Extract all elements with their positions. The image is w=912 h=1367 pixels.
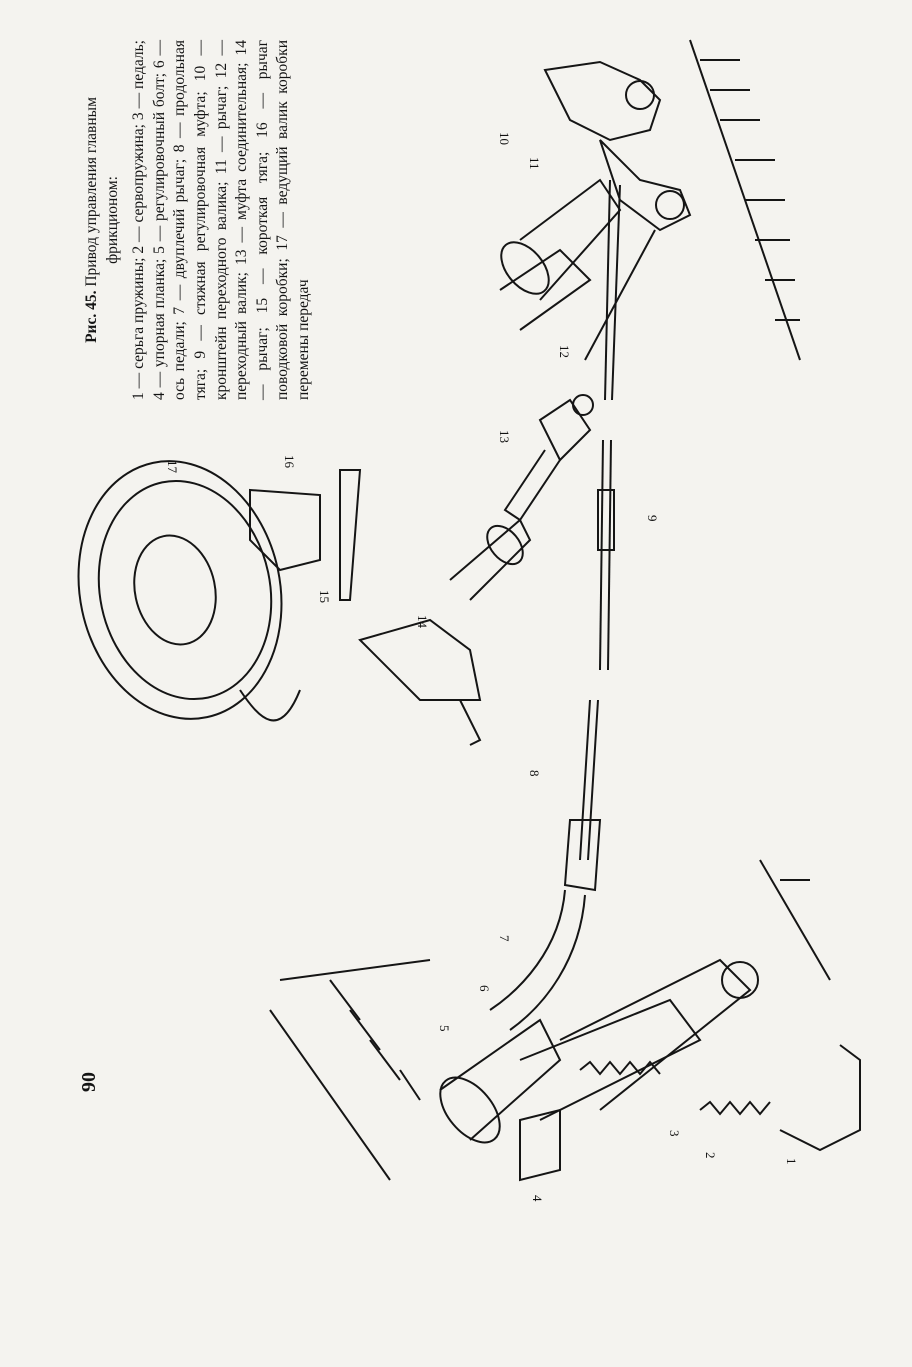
callout-15: 15 [317,590,332,603]
callout-5: 5 [437,1025,452,1032]
callout-17: 17 [165,460,180,474]
callout-14: 14 [415,615,430,629]
floor-hatching-bottom [269,859,831,1181]
callout-12: 12 [557,345,572,358]
callout-3: 3 [667,1130,682,1137]
gearbox-drive-shaft-disc [77,460,321,722]
callout-16: 16 [282,455,297,469]
callout-7: 7 [497,935,512,942]
longitudinal-rod-and-double-arm-lever [489,699,602,1031]
callout-labels: 17 16 15 14 13 12 11 10 9 8 7 6 5 4 3 2 … [165,132,799,1202]
callout-4: 4 [530,1195,545,1202]
callout-6: 6 [477,985,492,992]
page-number: 90 [78,1072,100,1092]
callout-1: 1 [784,1158,799,1165]
callout-2: 2 [703,1152,718,1159]
transition-shaft [499,178,656,401]
coupling [503,394,594,522]
adjusting-sleeve-rod [597,439,615,671]
callout-11: 11 [527,157,542,170]
lever-and-short-rod [339,469,532,746]
callout-10: 10 [497,132,512,145]
callout-9: 9 [645,515,660,522]
callout-8: 8 [527,770,542,777]
callout-13: 13 [497,430,512,443]
servo-spring [579,1044,861,1152]
floor-hatching-top [689,39,801,361]
pedal [439,958,759,1182]
